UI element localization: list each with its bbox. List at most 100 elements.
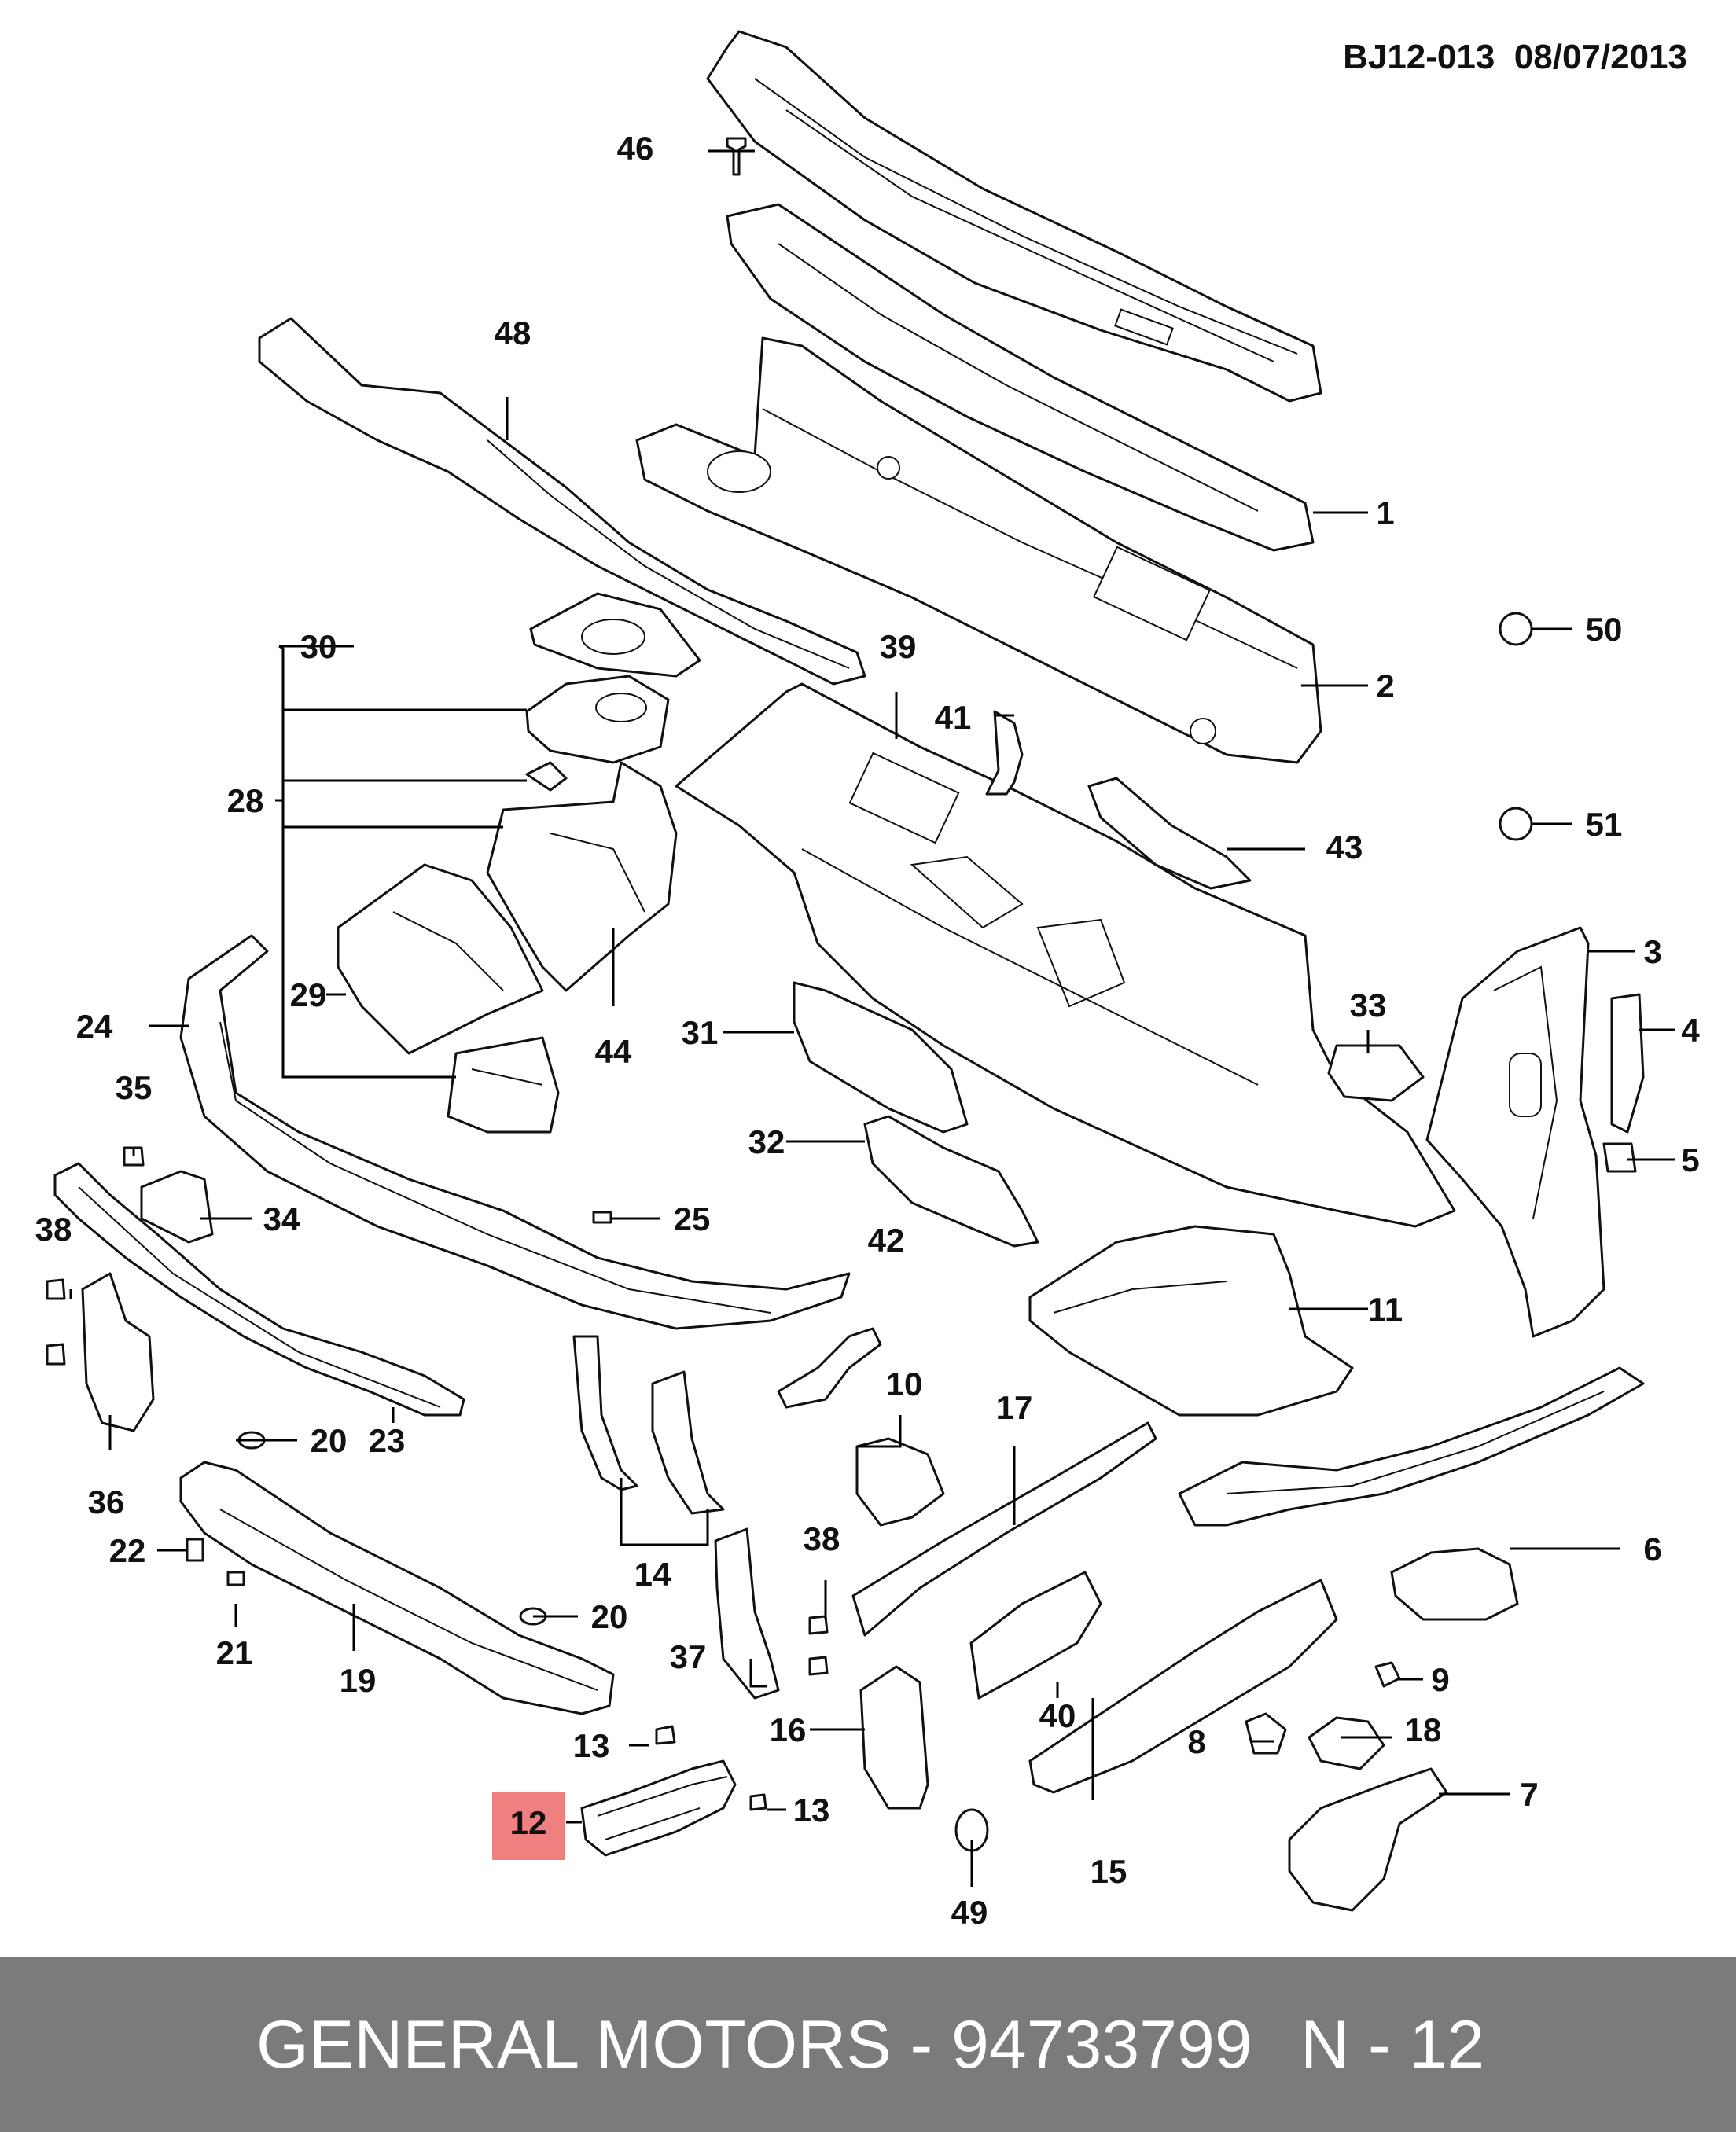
callout-30: 30: [300, 628, 337, 665]
parts-exploded-diagram: 1 2 3 4 5 6 7 8 9 10 11 12 13 13 14 15 1…: [35, 30, 1701, 1931]
callout-6: 6: [1643, 1531, 1661, 1568]
part-dash-panel: [635, 336, 1322, 764]
callout-37: 37: [670, 1638, 707, 1675]
callout-38b: 38: [804, 1520, 840, 1557]
part-reinforcement-43: [1087, 777, 1252, 890]
bolt-38c: [808, 1615, 829, 1635]
part-brace-41: [985, 710, 1024, 796]
diagram-reference-code: BJ12-013 08/07/2013: [1343, 38, 1687, 76]
part-side-member-15: [1028, 1579, 1338, 1794]
plug-51: [1499, 807, 1533, 841]
part-hinge-pillar: [1425, 926, 1605, 1338]
callout-29: 29: [290, 976, 327, 1013]
callout-49: 49: [951, 1894, 988, 1931]
callout-18: 18: [1405, 1711, 1442, 1748]
callout-12: 12: [510, 1804, 547, 1841]
leader-lines: [69, 149, 1675, 1887]
bolt-38d: [808, 1656, 829, 1676]
callout-28: 28: [227, 782, 264, 819]
callout-1: 1: [1376, 494, 1394, 531]
callout-14: 14: [634, 1556, 671, 1593]
fasteners: [46, 137, 1533, 1852]
plug-50: [1499, 612, 1533, 646]
part-bracket-8: [1245, 1712, 1287, 1755]
callout-23: 23: [369, 1422, 406, 1459]
callout-48: 48: [495, 314, 531, 351]
part-front-apron: [337, 863, 544, 1055]
bolt-35: [123, 1146, 145, 1167]
part-bracket-34: [140, 1170, 214, 1244]
callout-39: 39: [880, 628, 917, 665]
part-strut-tower-cap: [529, 592, 701, 678]
callout-31: 31: [682, 1014, 719, 1051]
footer-bar: GENERAL MOTORS - 94733799 N - 12: [0, 1957, 1736, 2132]
callout-10: 10: [886, 1366, 923, 1402]
callout-44: 44: [595, 1033, 632, 1070]
callout-4: 4: [1681, 1012, 1700, 1049]
callout-19: 19: [340, 1662, 377, 1699]
part-bracket-6: [1390, 1547, 1519, 1621]
part-reinforcement-40: [969, 1571, 1102, 1700]
callout-7: 7: [1520, 1776, 1538, 1813]
callout-17: 17: [996, 1389, 1033, 1426]
footer-part-number: GENERAL MOTORS - 94733799: [256, 2007, 1252, 2082]
bolt-38a: [46, 1278, 66, 1300]
part-bracket-18: [1308, 1716, 1385, 1770]
callout-42: 42: [868, 1222, 905, 1259]
part-bracket-14a: [572, 1335, 638, 1491]
callout-43: 43: [1326, 829, 1363, 866]
part-radiator-upper-tie-bar: [179, 934, 851, 1330]
clip-22: [186, 1538, 204, 1562]
part-radiator-lower-tie-bar: [179, 1461, 615, 1715]
part-side-rail-17: [851, 1421, 1157, 1637]
part-front-floor-pan: [1028, 1225, 1354, 1417]
callout-38a: 38: [35, 1211, 72, 1248]
part-front-floor-panel: [675, 682, 1456, 1228]
part-clip-5: [1602, 1142, 1637, 1173]
callout-13b: 13: [793, 1792, 830, 1829]
bolt-46: [726, 137, 747, 176]
callout-22: 22: [109, 1532, 146, 1569]
bolt-25: [592, 1211, 612, 1224]
part-cowl-lower-panel: [726, 203, 1315, 552]
part-bracket-4: [1610, 993, 1645, 1134]
callout-8: 8: [1187, 1723, 1205, 1760]
part-bracket-37: [714, 1527, 780, 1700]
callout-labels: 1 2 3 4 5 6 7 8 9 10 11 12 13 13 14 15 1…: [35, 130, 1701, 1931]
callout-32: 32: [748, 1123, 785, 1160]
callout-5: 5: [1681, 1141, 1699, 1178]
bolt-13b: [749, 1793, 767, 1811]
part-rail-32: [863, 1115, 1039, 1248]
part-bumper-lower-bar: [53, 1162, 465, 1417]
bolt-38b: [46, 1343, 66, 1366]
callout-50: 50: [1586, 611, 1623, 648]
part-bracket-36: [81, 1272, 155, 1432]
part-bracket-10: [855, 1437, 945, 1527]
part-cowl-upper-panel: [706, 30, 1322, 403]
callout-11: 11: [1368, 1291, 1403, 1328]
callout-34: 34: [263, 1200, 300, 1237]
callout-13a: 13: [573, 1727, 610, 1764]
part-bracket-9: [1374, 1661, 1401, 1688]
part-apron-lower-bracket: [447, 1036, 560, 1134]
callout-20b: 20: [591, 1598, 628, 1635]
callout-46: 46: [617, 130, 654, 167]
bolt-21: [226, 1571, 245, 1586]
callout-36: 36: [88, 1483, 125, 1520]
highlight-box-12: [492, 1792, 565, 1860]
part-small-bracket: [525, 761, 568, 792]
part-plenum-bar: [258, 317, 866, 686]
callout-2: 2: [1376, 667, 1394, 704]
callout-41: 41: [935, 699, 972, 736]
part-extension-7: [1288, 1767, 1448, 1912]
callout-24: 24: [76, 1008, 113, 1045]
callout-15: 15: [1091, 1853, 1127, 1890]
part-rail-31: [793, 981, 969, 1134]
callout-25: 25: [674, 1200, 711, 1237]
part-bracket-14b: [651, 1370, 725, 1515]
footer-page-ref: N - 12: [1300, 2007, 1485, 2082]
callout-3: 3: [1643, 933, 1661, 970]
callout-35: 35: [116, 1069, 153, 1106]
part-crash-box-12: [580, 1759, 737, 1857]
part-bracket-16: [859, 1665, 929, 1810]
